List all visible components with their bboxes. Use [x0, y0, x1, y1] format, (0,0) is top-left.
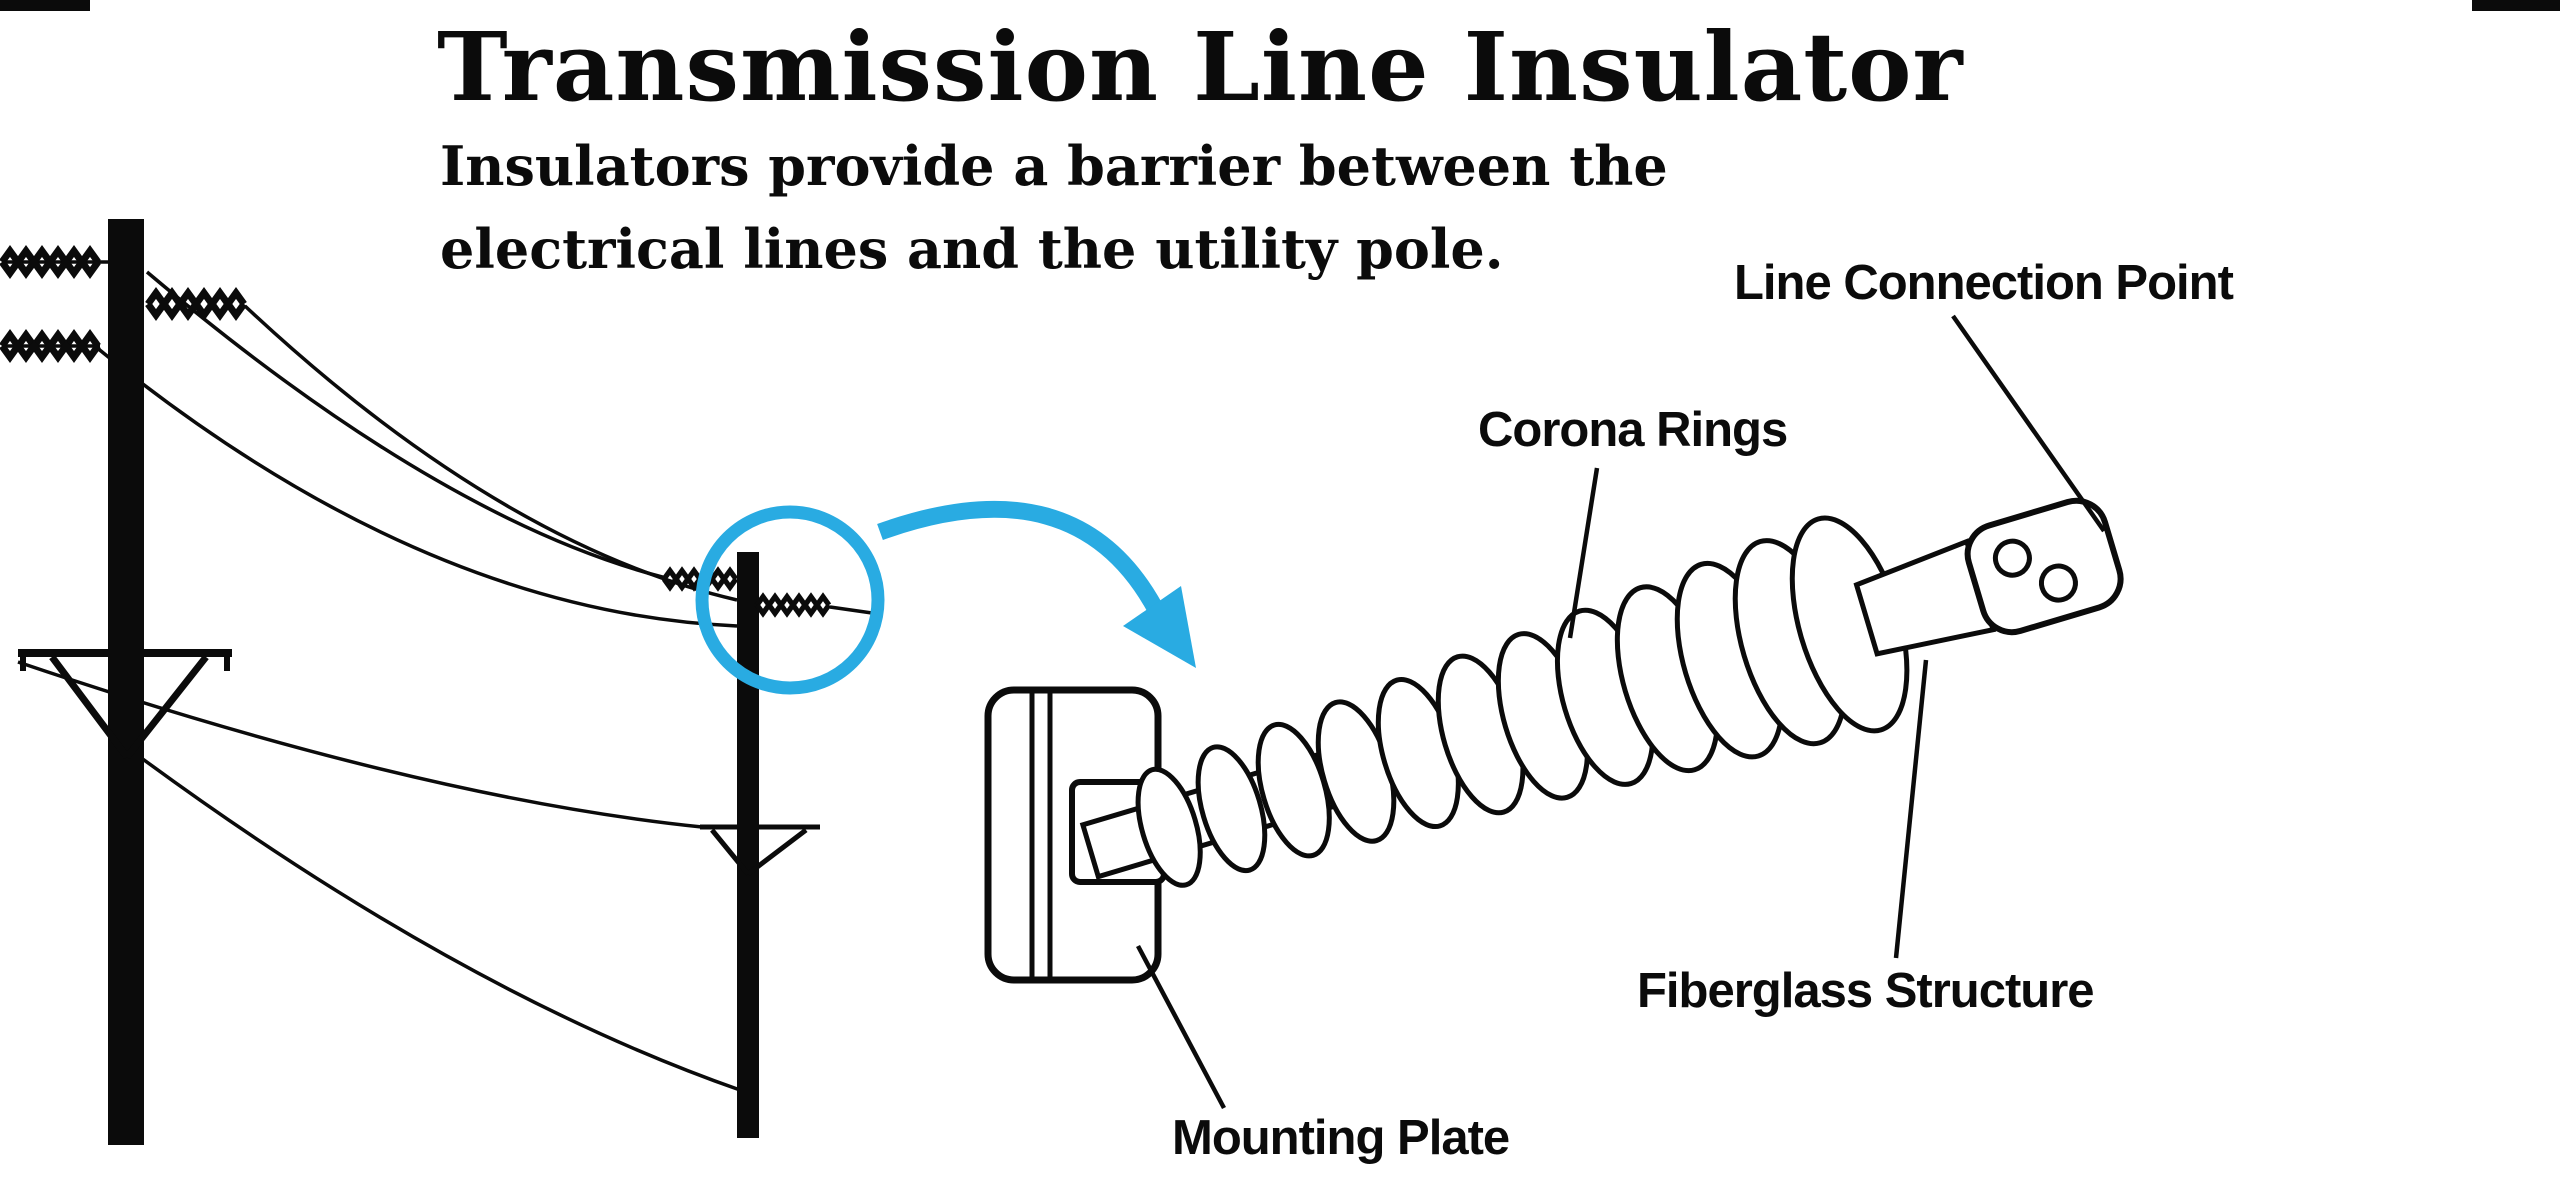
power-line	[829, 605, 873, 615]
power-line	[145, 270, 667, 580]
leader-mounting-plate	[1136, 944, 1226, 1110]
pole-1-braces	[49, 654, 209, 760]
insulator-core-assembly	[1079, 497, 2124, 888]
end-fitting-collar	[1853, 538, 1997, 657]
zoom-arrow-head	[1123, 586, 1196, 668]
strain-insulator	[2, 335, 98, 357]
utility-pole-1	[18, 219, 232, 1145]
label-corona-rings: Corona Rings	[1478, 403, 1787, 457]
connection-hole	[2038, 563, 2078, 603]
line-end-fitting	[1853, 497, 2124, 657]
power-line	[94, 345, 738, 628]
power-line	[138, 755, 741, 1092]
utility-pole-2	[700, 552, 820, 1138]
insulator-drawing	[984, 497, 2124, 984]
strain-insulator	[2, 251, 98, 273]
leader-lines	[1136, 314, 2106, 1110]
pole-2-braces	[710, 828, 808, 876]
label-fiberglass-structure: Fiberglass Structure	[1637, 964, 2094, 1018]
mounting-plate-edge	[1029, 691, 1053, 979]
leader-fiberglass-structure	[1893, 659, 1929, 959]
leader-line-connection-point	[1951, 314, 2106, 533]
insulator-shed	[1195, 744, 1268, 874]
frame-corner-right	[2472, 0, 2560, 11]
zoom-arrow-shaft	[877, 500, 1163, 613]
subtitle-line-1: Insulators provide a barrier between the	[440, 134, 1668, 198]
tongue-plate	[1964, 497, 2124, 636]
weathersheds	[1135, 515, 1910, 888]
utility-pole-scene	[2, 219, 1196, 1145]
frame-corner-left	[0, 0, 90, 11]
pole-2-mast	[737, 552, 759, 1138]
zoom-arrow	[877, 500, 1196, 668]
pole-1-crossarm-hooks	[20, 653, 230, 671]
strain-insulator	[757, 597, 829, 614]
pole-1-mast	[108, 219, 144, 1145]
leader-corona-rings	[1567, 467, 1600, 639]
connection-hole	[1992, 538, 2032, 578]
label-mounting-plate: Mounting Plate	[1172, 1111, 1509, 1165]
page-title: Transmission Line Insulator	[437, 12, 1965, 123]
insulator-shed	[1135, 766, 1203, 888]
highlight-circle	[695, 505, 885, 695]
label-line-connection-point: Line Connection Point	[1734, 256, 2234, 310]
power-line	[243, 304, 738, 602]
subtitle-line-2: electrical lines and the utility pole.	[440, 217, 1504, 281]
